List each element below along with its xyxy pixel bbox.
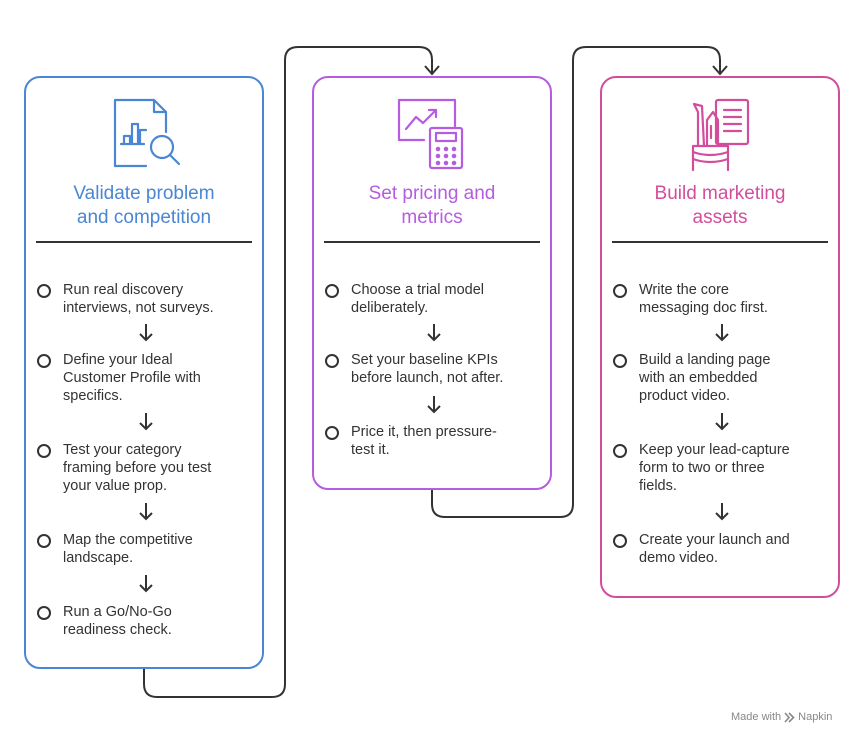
- chart-magnifier-icon: [26, 96, 262, 172]
- step-bullet-icon: [37, 354, 51, 368]
- card-title-line: metrics: [401, 207, 463, 228]
- card-validate-problem: Validate problem and competition Run rea…: [24, 76, 264, 669]
- card-title-line: and competition: [76, 207, 212, 228]
- arrow-down-icon: [139, 324, 153, 342]
- napkin-logo-icon: [784, 711, 795, 723]
- step-bullet-icon: [613, 534, 627, 548]
- arrow-down-icon: [715, 503, 729, 521]
- step-bullet-icon: [613, 354, 627, 368]
- card-title: Set pricing and metrics: [314, 182, 550, 230]
- connector-arrowhead-marketing: [712, 65, 728, 76]
- card-title-line: assets: [692, 207, 748, 228]
- card-set-pricing: Set pricing and metrics Choose a trial m…: [312, 76, 552, 490]
- napkin-brand: Napkin: [798, 711, 833, 723]
- connector-arrowhead-pricing: [424, 65, 440, 76]
- trend-calculator-icon: [314, 96, 550, 172]
- arrow-down-icon: [715, 324, 729, 342]
- pens-document-icon: [602, 96, 838, 172]
- step-bullet-icon: [37, 606, 51, 620]
- arrow-down-icon: [139, 575, 153, 593]
- step-bullet-icon: [37, 284, 51, 298]
- card-title-line: Build marketing: [654, 183, 786, 204]
- connector-pricing-to-marketing: [431, 46, 721, 518]
- arrow-down-icon: [715, 413, 729, 431]
- step-text: Price it, then pressure-test it.: [351, 424, 497, 458]
- card-title: Validate problem and competition: [26, 182, 262, 230]
- step-bullet-icon: [325, 284, 339, 298]
- arrow-down-icon: [139, 503, 153, 521]
- card-title-line: Set pricing and: [368, 183, 496, 204]
- card-title: Build marketing assets: [602, 182, 838, 230]
- card-title-line: Validate problem: [73, 183, 215, 204]
- step-bullet-icon: [613, 284, 627, 298]
- step-bullet-icon: [325, 354, 339, 368]
- arrow-down-icon: [427, 396, 441, 414]
- divider: [324, 241, 540, 243]
- arrow-down-icon: [427, 324, 441, 342]
- step-bullet-icon: [37, 444, 51, 458]
- made-with-napkin-footer[interactable]: Made with Napkin: [731, 711, 832, 723]
- step-bullet-icon: [37, 534, 51, 548]
- made-with-label: Made with: [731, 711, 782, 723]
- step-bullet-icon: [613, 444, 627, 458]
- arrow-down-icon: [139, 413, 153, 431]
- step-bullet-icon: [325, 426, 339, 440]
- divider: [612, 241, 828, 243]
- divider: [36, 241, 252, 243]
- connector-validate-to-pricing: [143, 46, 433, 698]
